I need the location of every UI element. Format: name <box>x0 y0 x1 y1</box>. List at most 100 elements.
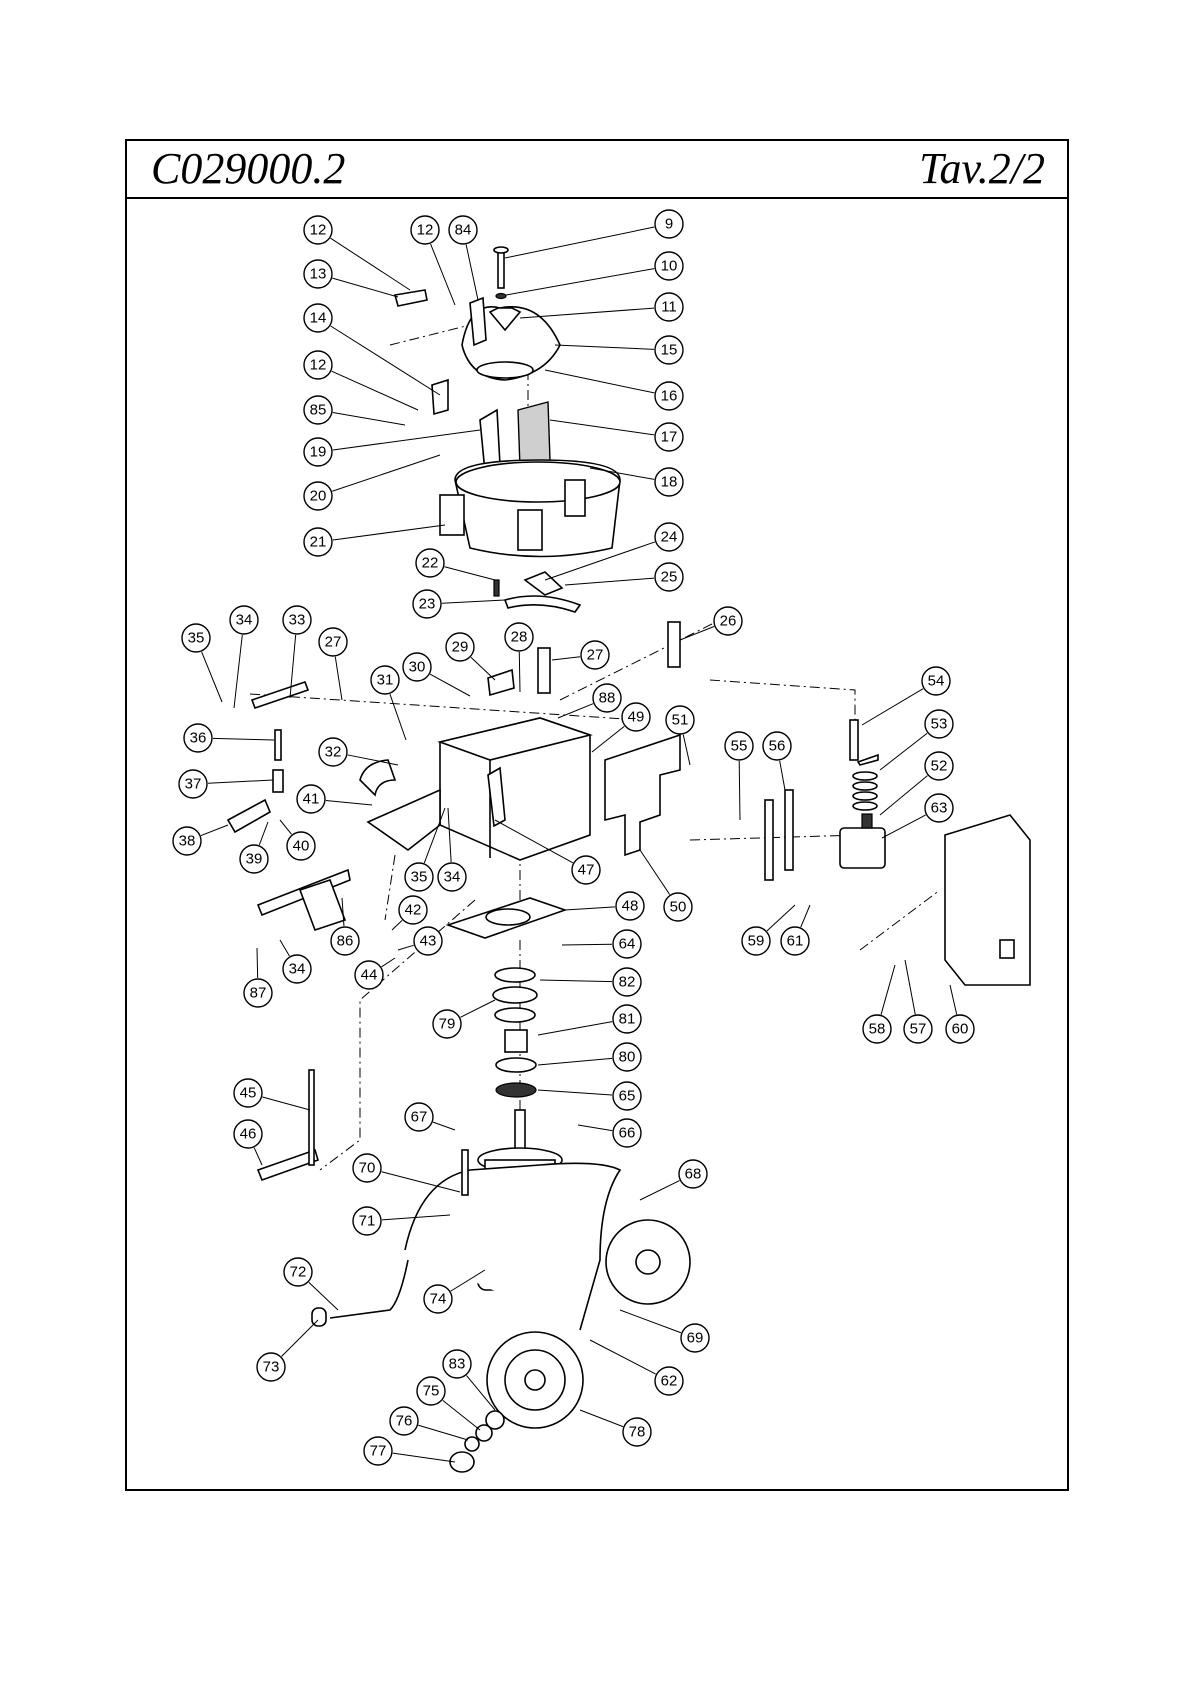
part-callout-55: 55 <box>725 732 753 760</box>
leader-line <box>390 694 406 740</box>
part-callout-17: 17 <box>655 423 683 451</box>
part-callout-65: 65 <box>613 1082 641 1110</box>
leader-line <box>392 920 402 930</box>
leader-line <box>801 905 810 927</box>
part-callout-66: 66 <box>613 1119 641 1147</box>
part-callout-19: 19 <box>304 438 332 466</box>
leader-line <box>445 567 495 580</box>
part-callout-9: 9 <box>655 210 683 238</box>
ring-82a <box>495 968 535 982</box>
callout-number: 13 <box>310 266 327 283</box>
bolt-9 <box>498 250 504 288</box>
callout-number: 47 <box>578 862 595 879</box>
callout-number: 60 <box>952 1021 969 1038</box>
washer-75 <box>476 1425 492 1441</box>
callout-number: 27 <box>325 634 342 651</box>
part-callout-49: 49 <box>622 703 650 731</box>
part-callout-35: 35 <box>182 624 210 652</box>
callout-number: 64 <box>619 936 636 953</box>
leader-line <box>382 958 395 967</box>
callout-number: 79 <box>439 1016 456 1033</box>
pin-36 <box>275 730 281 760</box>
part-callout-40: 40 <box>287 832 315 860</box>
part-callout-41: 41 <box>297 785 325 813</box>
screw-22 <box>494 580 499 596</box>
leader-line <box>262 1097 310 1110</box>
leader-line <box>335 657 342 700</box>
callout-number: 26 <box>720 613 737 630</box>
leader-line <box>442 600 505 603</box>
part-callout-64: 64 <box>613 930 641 958</box>
leader-line <box>280 820 292 834</box>
part-callout-32: 32 <box>319 738 347 766</box>
leader-line <box>880 733 927 770</box>
top-fan-assembly <box>395 247 560 414</box>
part-callout-68: 68 <box>679 1160 707 1188</box>
bracket-14 <box>432 380 448 414</box>
leader-line <box>331 238 410 290</box>
callout-number: 69 <box>687 1330 704 1347</box>
ring-79 <box>493 987 537 1003</box>
callout-number: 68 <box>685 1166 702 1183</box>
strip-56b <box>785 790 793 870</box>
part-callout-13: 13 <box>304 260 332 288</box>
part-callout-59: 59 <box>742 927 770 955</box>
part-callout-26: 26 <box>714 607 742 635</box>
part-callout-46: 46 <box>234 1120 262 1148</box>
part-callout-87: 87 <box>244 979 272 1007</box>
part-callout-31: 31 <box>371 666 399 694</box>
callout-number: 38 <box>179 833 196 850</box>
callout-number: 41 <box>303 791 320 808</box>
leader-line <box>433 1122 455 1130</box>
part-callout-12: 12 <box>304 351 332 379</box>
part-callout-12: 12 <box>304 216 332 244</box>
callout-number: 12 <box>417 222 434 239</box>
callout-number: 40 <box>293 838 310 855</box>
leader-line <box>418 1425 468 1440</box>
part-callout-30: 30 <box>403 653 431 681</box>
callout-number: 33 <box>289 612 306 629</box>
holder-24 <box>525 572 562 595</box>
callout-number: 35 <box>411 869 428 886</box>
callout-number: 59 <box>748 933 765 950</box>
ring-76 <box>465 1437 479 1451</box>
callout-number: 48 <box>622 898 639 915</box>
callout-number: 17 <box>661 429 678 446</box>
leader-line <box>520 308 654 318</box>
leader-line <box>880 776 927 815</box>
strip-26 <box>668 622 680 667</box>
callout-number: 32 <box>325 744 342 761</box>
callout-number: 84 <box>455 222 472 239</box>
callout-number: 66 <box>619 1125 636 1142</box>
part-callout-86: 86 <box>331 927 359 955</box>
callout-number: 22 <box>422 555 439 572</box>
part-callout-61: 61 <box>781 927 809 955</box>
rod-45 <box>309 1070 314 1165</box>
strip-27 <box>538 648 550 693</box>
leader-line <box>555 345 654 349</box>
part-callout-56: 56 <box>763 732 791 760</box>
part-callout-15: 15 <box>655 336 683 364</box>
callout-number: 87 <box>250 985 267 1002</box>
flange-and-bearings <box>448 898 565 1097</box>
leader-line <box>592 726 624 752</box>
side-plate <box>605 735 793 880</box>
callout-number: 73 <box>263 1359 280 1376</box>
callout-number: 43 <box>420 933 437 950</box>
part-callout-77: 77 <box>364 1437 392 1465</box>
leader-line <box>882 815 926 838</box>
callout-number: 9 <box>665 216 673 233</box>
washer-10 <box>496 294 506 299</box>
callout-number: 27 <box>587 647 604 664</box>
part-callout-81: 81 <box>613 1005 641 1033</box>
plate-13 <box>395 290 427 306</box>
leader-line <box>881 965 895 1015</box>
leader-line <box>565 907 615 910</box>
leader-line <box>780 761 785 790</box>
callout-number: 54 <box>928 673 945 690</box>
callout-number: 55 <box>731 738 748 755</box>
leader-line <box>254 1148 262 1165</box>
callout-number: 10 <box>661 258 678 275</box>
leader-line <box>460 1000 495 1017</box>
part-callout-27: 27 <box>581 641 609 669</box>
